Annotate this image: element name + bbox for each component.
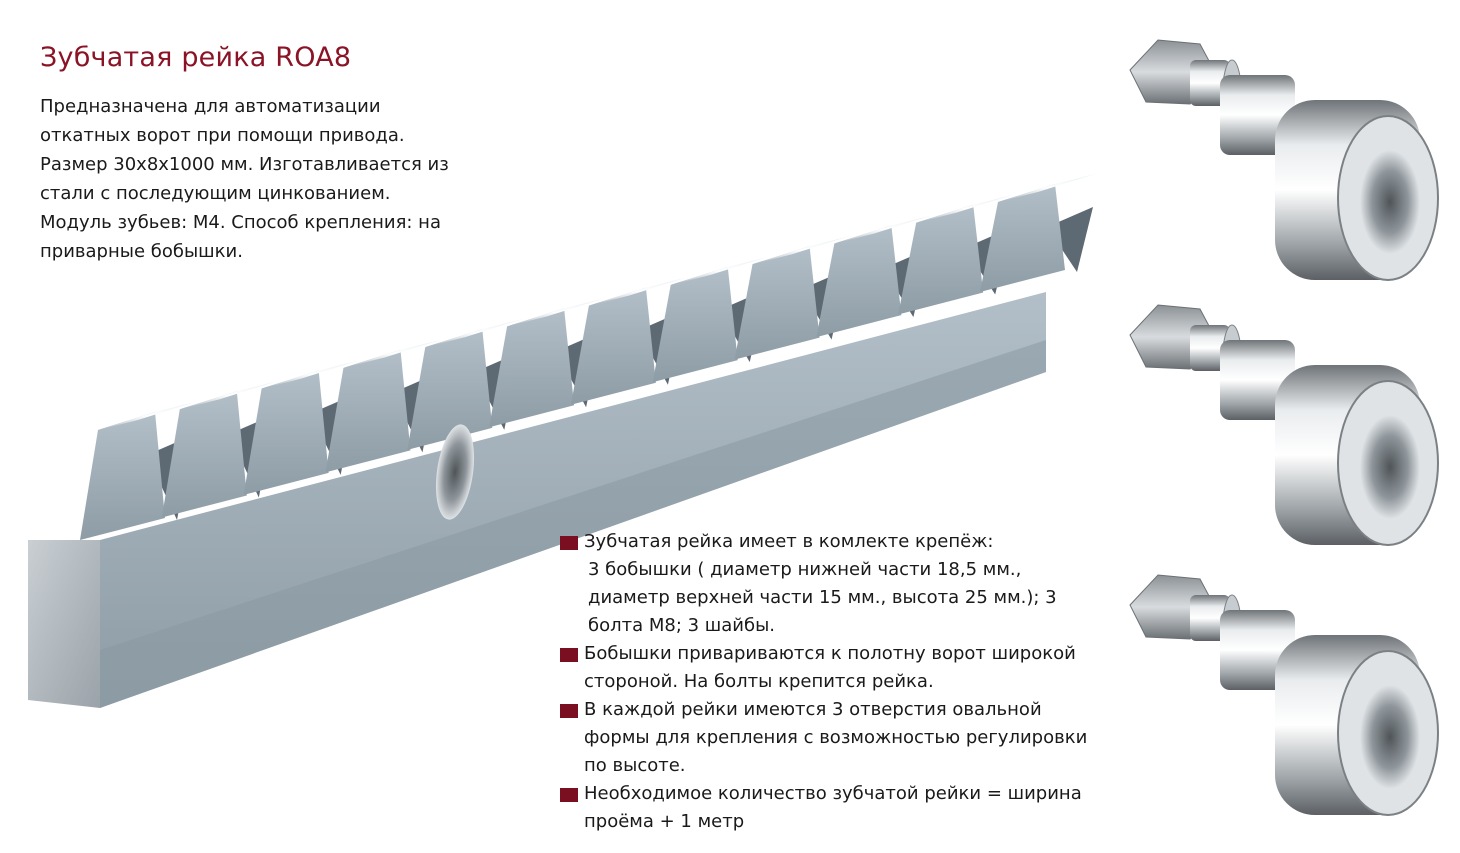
note-line: болта М8; 3 шайбы. <box>588 615 776 636</box>
rack-tooth <box>80 412 165 540</box>
boss-fastener-image <box>1129 574 1439 816</box>
rack-tooth <box>161 391 247 518</box>
note-item: В каждой рейки имеются 3 отверстия оваль… <box>558 696 1098 780</box>
note-line: Необходимое количество зубчатой рейки = … <box>584 783 1082 804</box>
product-description: Предназначена для автоматизации откатных… <box>40 92 480 266</box>
note-line: В каждой рейки имеются 3 отверстия оваль… <box>584 699 1042 720</box>
square-bullet-icon <box>560 704 578 718</box>
square-bullet-icon <box>560 536 578 550</box>
square-bullet-icon <box>560 648 578 662</box>
rack-tooth <box>980 184 1065 292</box>
note-line: стороной. На болты крепится рейка. <box>584 671 934 692</box>
note-item: Зубчатая рейка имеет в комлекте крепёж: … <box>558 528 1098 640</box>
note-item: Бобышки привариваются к полотну ворот ши… <box>558 640 1098 696</box>
note-line: диаметр верхней части 15 мм., высота 25 … <box>588 587 1057 608</box>
note-line: по высоте. <box>584 755 686 776</box>
rack-tooth <box>652 266 738 383</box>
rack-tooth-top <box>588 277 686 306</box>
rack-tooth <box>325 349 411 473</box>
rack-tooth-top <box>179 381 277 410</box>
feature-notes: Зубчатая рейка имеет в комлекте крепёж: … <box>558 528 1098 836</box>
rack-tooth <box>243 370 329 495</box>
rack-tooth <box>407 329 493 450</box>
rack-tooth-top <box>752 236 850 265</box>
rack-tooth-top <box>98 402 195 430</box>
product-title: Зубчатая рейка ROA8 <box>40 42 352 73</box>
description-line: приварные бобышки. <box>40 241 243 262</box>
rack-tooth <box>734 246 820 360</box>
note-line: проёма + 1 метр <box>584 811 745 832</box>
boss-fastener-image <box>1129 304 1439 546</box>
note-line: 3 бобышки ( диаметр нижней части 18,5 мм… <box>588 559 1022 580</box>
description-line: Предназначена для автоматизации <box>40 96 381 117</box>
note-line: Бобышки привариваются к полотну ворот ши… <box>584 643 1076 664</box>
rack-tooth-top <box>261 360 359 389</box>
rack-tooth-top <box>834 215 932 244</box>
description-line: откатных ворот при помощи привода. <box>40 125 405 146</box>
rack-tooth-top <box>998 174 1095 202</box>
note-line: Зубчатая рейка имеет в комлекте крепёж: <box>584 531 994 552</box>
square-bullet-icon <box>560 788 578 802</box>
rack-tooth-top <box>670 256 768 285</box>
rack-tooth <box>898 204 984 315</box>
description-line: Модуль зубьев: М4. Способ крепления: на <box>40 212 441 233</box>
rack-tooth <box>816 225 902 338</box>
note-line: формы для крепления с возможностью регул… <box>584 727 1088 748</box>
rack-tooth-top <box>343 339 441 368</box>
note-item: Необходимое количество зубчатой рейки = … <box>558 780 1098 836</box>
gear-rack-image <box>28 174 1095 708</box>
description-line: Размер 30х8х1000 мм. Изготавливается из <box>40 154 449 175</box>
rack-tooth <box>570 287 656 405</box>
rack-tooth-top <box>507 298 605 327</box>
rack-tooth-top <box>425 319 523 348</box>
rack-tooth-top <box>916 194 1014 223</box>
description-line: стали с последующим цинкованием. <box>40 183 391 204</box>
boss-fastener-image <box>1129 39 1439 281</box>
rack-tooth <box>489 308 575 428</box>
